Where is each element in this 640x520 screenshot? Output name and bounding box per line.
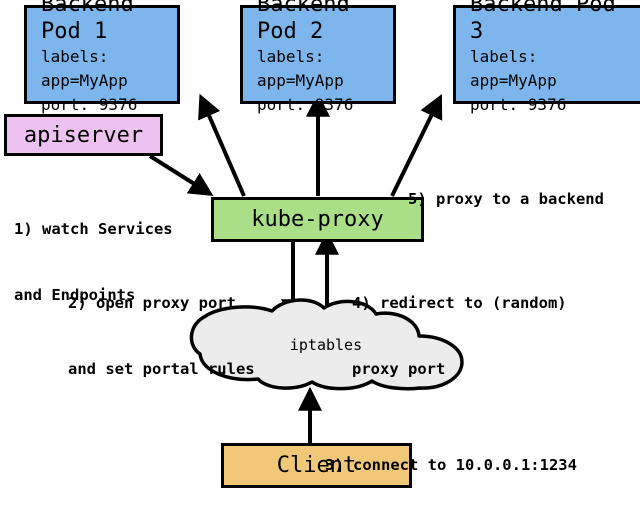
step-3-label: 3) connect to 10.0.0.1:1234	[325, 410, 577, 520]
step-2-label: 2) open proxy port and set portal rules	[68, 248, 255, 424]
pod-title: Backend Pod 2	[257, 0, 350, 44]
step-2-line-1: 2) open proxy port	[68, 294, 236, 312]
pod-port-line: port: 9376	[470, 94, 567, 114]
step-1-label: 1) watch Services and Endpoints	[14, 174, 173, 350]
pod-port-line: port: 9376	[41, 94, 138, 114]
backend-pod-1-box[interactable]: Backend Pod 1 labels: app=MyApp port: 93…	[24, 0, 180, 114]
step-2-line-2: and set portal rules	[68, 360, 255, 378]
iptables-cloud[interactable]: iptables	[186, 298, 466, 392]
backend-pod-2-box[interactable]: Backend Pod 2 labels: app=MyApp port: 93…	[240, 0, 396, 114]
apiserver-box[interactable]: apiserver	[4, 114, 163, 156]
apiserver-label: apiserver	[23, 122, 144, 148]
client-label: Client	[276, 453, 357, 478]
backend-pod-3-box[interactable]: Backend Pod 3 labels: app=MyApp port: 93…	[453, 0, 640, 114]
arrow-kubeproxy-to-pod1	[198, 93, 246, 197]
pod-labels-line: labels: app=MyApp	[41, 46, 128, 90]
pod-labels-line: labels: app=MyApp	[470, 46, 557, 90]
step-1-line-2: and Endpoints	[14, 286, 136, 304]
pod-labels-line: labels: app=MyApp	[257, 46, 344, 90]
iptables-label: iptables	[289, 336, 363, 354]
kube-proxy-label: kube-proxy	[251, 207, 384, 232]
step-3-line-1: 3) connect to 10.0.0.1:1234	[325, 456, 577, 474]
pod-port-line: port: 9376	[257, 94, 354, 114]
pod-title: Backend Pod 1	[41, 0, 134, 44]
step-4-label: 4) redirect to (random) proxy port	[352, 248, 567, 424]
step-4-line-1: 4) redirect to (random)	[352, 294, 567, 312]
pod-title: Backend Pod 3	[470, 0, 616, 44]
diagram-canvas: Backend Pod 1 labels: app=MyApp port: 93…	[4, 0, 640, 488]
cloud-shape	[189, 298, 464, 391]
client-box[interactable]: Client	[221, 443, 412, 488]
step-5-label: 5) proxy to a backend	[408, 144, 604, 254]
step-5-line-1: 5) proxy to a backend	[408, 190, 604, 208]
step-4-line-2: proxy port	[352, 360, 446, 378]
kube-proxy-box[interactable]: kube-proxy	[211, 197, 424, 242]
step-1-line-1: 1) watch Services	[14, 220, 173, 238]
